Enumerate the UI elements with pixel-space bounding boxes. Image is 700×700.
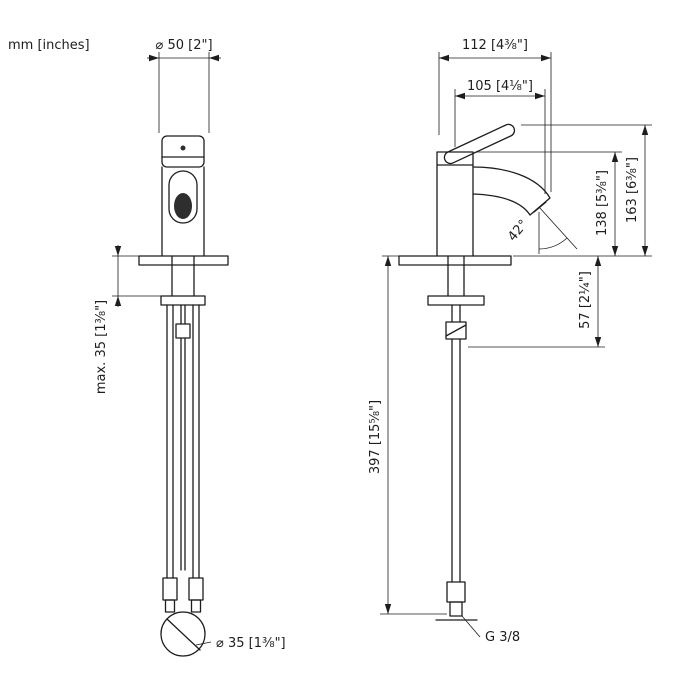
units-note: mm [inches] — [8, 38, 90, 53]
front-dim-spout-diameter: ⌀ 50 [2"] — [155, 38, 212, 53]
front-deck — [138, 255, 229, 266]
mounting-hole-chord — [166, 618, 201, 651]
side-dim-hose-length: 397 [15⅝"] — [368, 400, 383, 474]
front-shank — [171, 255, 195, 297]
side-angle-arc — [538, 237, 568, 250]
side-dimension-lines — [380, 52, 652, 638]
side-spout-angle: 42° — [505, 217, 531, 244]
front-hose-nut-left — [164, 599, 176, 613]
side-lever — [443, 123, 516, 165]
side-dim-projection-aerator: 105 [4⅛"] — [467, 79, 533, 94]
side-mounting-plate — [427, 295, 485, 306]
side-ext-projection-total — [438, 52, 552, 192]
front-ext-mounting — [112, 255, 161, 297]
side-deck — [398, 255, 512, 266]
side-aerator-line — [533, 201, 547, 213]
side-dim-projection-total: 112 [4⅜"] — [462, 38, 528, 53]
side-ext-hose-length — [380, 255, 447, 615]
side-faucet-outline — [398, 123, 551, 621]
front-body — [161, 166, 205, 257]
front-hose-nut-right — [190, 599, 202, 613]
side-thread-leader — [461, 615, 481, 638]
side-hose-fitting — [446, 581, 466, 603]
front-dimension-lines — [112, 52, 221, 646]
front-lever-dot — [180, 145, 186, 151]
front-hole-leader — [195, 641, 212, 646]
side-dim-height-body: 138 [5⅜"] — [595, 170, 610, 236]
side-spout — [472, 166, 551, 216]
side-nut-detail — [445, 324, 467, 337]
front-threaded-rod — [180, 304, 186, 571]
front-hose-fitting-right — [188, 577, 204, 601]
side-body — [436, 151, 474, 257]
front-hose-fitting-left — [162, 577, 178, 601]
front-rod-nut — [175, 323, 191, 339]
front-spout-outlet-dark — [174, 193, 192, 219]
side-dim-height-total: 163 [6⅜"] — [625, 157, 640, 223]
front-lever — [161, 135, 205, 168]
side-ext-heights — [468, 124, 652, 348]
front-spout-opening — [168, 170, 198, 224]
front-ext-diameter — [158, 52, 210, 133]
side-threaded-rod — [451, 304, 461, 323]
side-hose — [451, 338, 461, 583]
front-hoses — [166, 304, 200, 579]
side-angle-reference-lines — [538, 206, 578, 254]
front-mounting-plate — [160, 295, 206, 306]
front-dim-max-mounting: max. 35 [1⅜"] — [94, 300, 109, 394]
side-hose-nut — [449, 601, 463, 617]
front-view: ⌀ 50 [2"] max. 35 [1⅜"] ⌀ 35 [1⅜"] — [94, 38, 286, 657]
front-dim-hole-diameter: ⌀ 35 [1⅜"] — [216, 636, 286, 651]
front-faucet-outline — [138, 135, 229, 657]
side-dim-below-deck: 57 [2¼"] — [578, 271, 593, 329]
mounting-hole-circle — [160, 611, 206, 657]
side-mounting-nut — [445, 321, 467, 340]
side-shank — [447, 255, 465, 297]
side-view: 112 [4⅜"] 105 [4⅛"] 163 [6⅜"] 138 [5⅜"] … — [368, 38, 652, 645]
side-thread-label: G 3/8 — [485, 630, 520, 645]
